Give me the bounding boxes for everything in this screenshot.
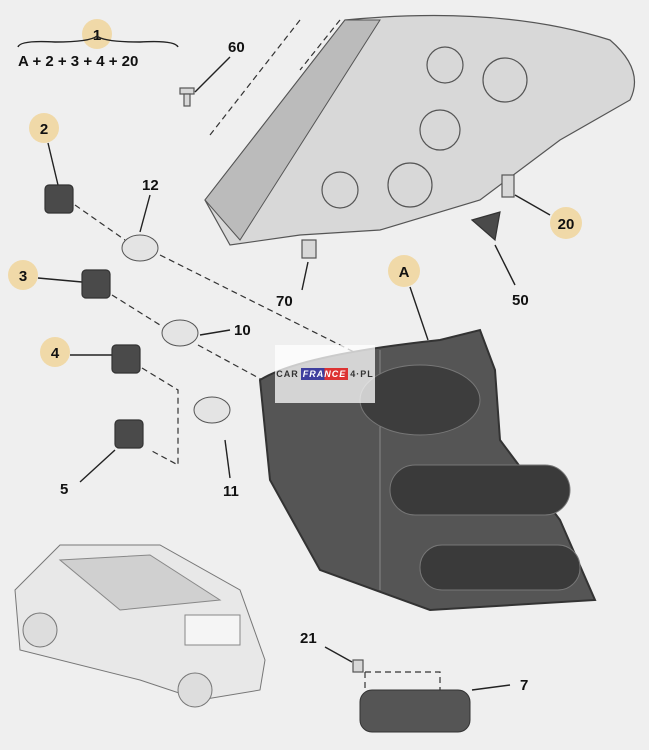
bulb-socket-3	[81, 269, 111, 299]
callout-20	[550, 207, 582, 239]
reflector-7	[359, 689, 471, 733]
car-illustration	[14, 544, 266, 708]
nut-50	[470, 211, 501, 242]
guide-line	[209, 19, 341, 136]
bulb-11	[193, 396, 231, 424]
label-7: 7	[520, 677, 528, 694]
bulb-socket-4	[111, 344, 141, 374]
callout-A	[388, 255, 420, 287]
bulb-12	[121, 234, 159, 262]
callout-1	[82, 19, 112, 49]
label-10: 10	[234, 322, 251, 339]
label-70: 70	[276, 293, 293, 310]
callout-20-label: 20	[558, 216, 575, 233]
watermark-logo: CAR FRANCE 4·PL	[275, 345, 375, 403]
clip-70	[301, 239, 317, 259]
screw-21	[352, 659, 364, 673]
label-11: 11	[223, 483, 239, 500]
callout-2-label: 2	[40, 121, 48, 138]
callout-3-label: 3	[19, 268, 27, 285]
bulb-socket-2	[44, 184, 74, 214]
callout-A-label: A	[399, 264, 410, 281]
label-12: 12	[142, 177, 159, 194]
assembly-formula: A + 2 + 3 + 4 + 20	[18, 53, 138, 70]
callout-4-label: 4	[51, 345, 60, 362]
part-20	[501, 174, 515, 198]
watermark-text-right: 4·PL	[350, 369, 374, 379]
watermark-text-left: CAR	[276, 369, 299, 379]
screw-60	[179, 87, 195, 107]
label-5: 5	[60, 481, 68, 498]
label-60: 60	[228, 39, 245, 56]
bulb-10	[161, 319, 199, 347]
callout-4	[40, 337, 70, 367]
lamp-housing	[204, 14, 636, 246]
brace	[17, 35, 179, 48]
callout-3	[8, 260, 38, 290]
label-21: 21	[300, 630, 317, 647]
label-50: 50	[512, 292, 529, 309]
callout-2	[29, 113, 59, 143]
bulb-socket-5	[114, 419, 144, 449]
watermark-text-middle: FRANCE	[300, 368, 349, 380]
